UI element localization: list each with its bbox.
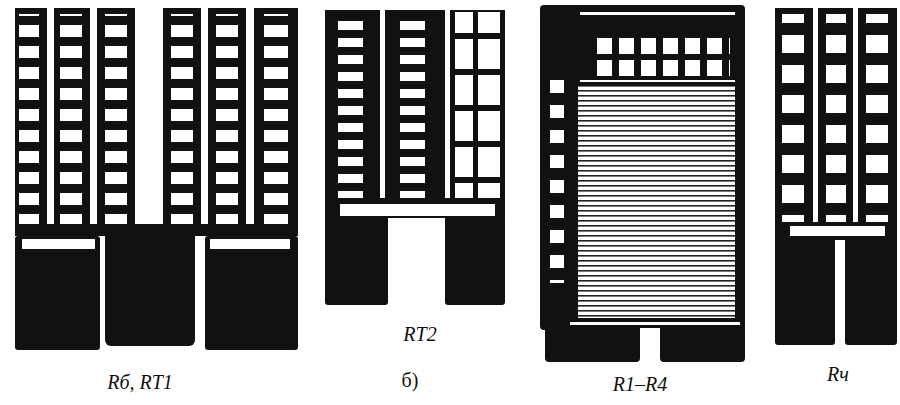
pattern-rb-rt1: [15, 8, 298, 350]
part-label: Rб, RT1: [107, 370, 173, 394]
part-label: RT2: [403, 322, 436, 346]
pattern-rch: [775, 8, 897, 345]
pattern-r1-r4: [540, 5, 745, 362]
part-label: Rч: [827, 362, 849, 386]
pattern-rt2: [325, 10, 505, 305]
part-label: R1–R4: [613, 372, 667, 396]
part-label: б): [402, 368, 419, 392]
